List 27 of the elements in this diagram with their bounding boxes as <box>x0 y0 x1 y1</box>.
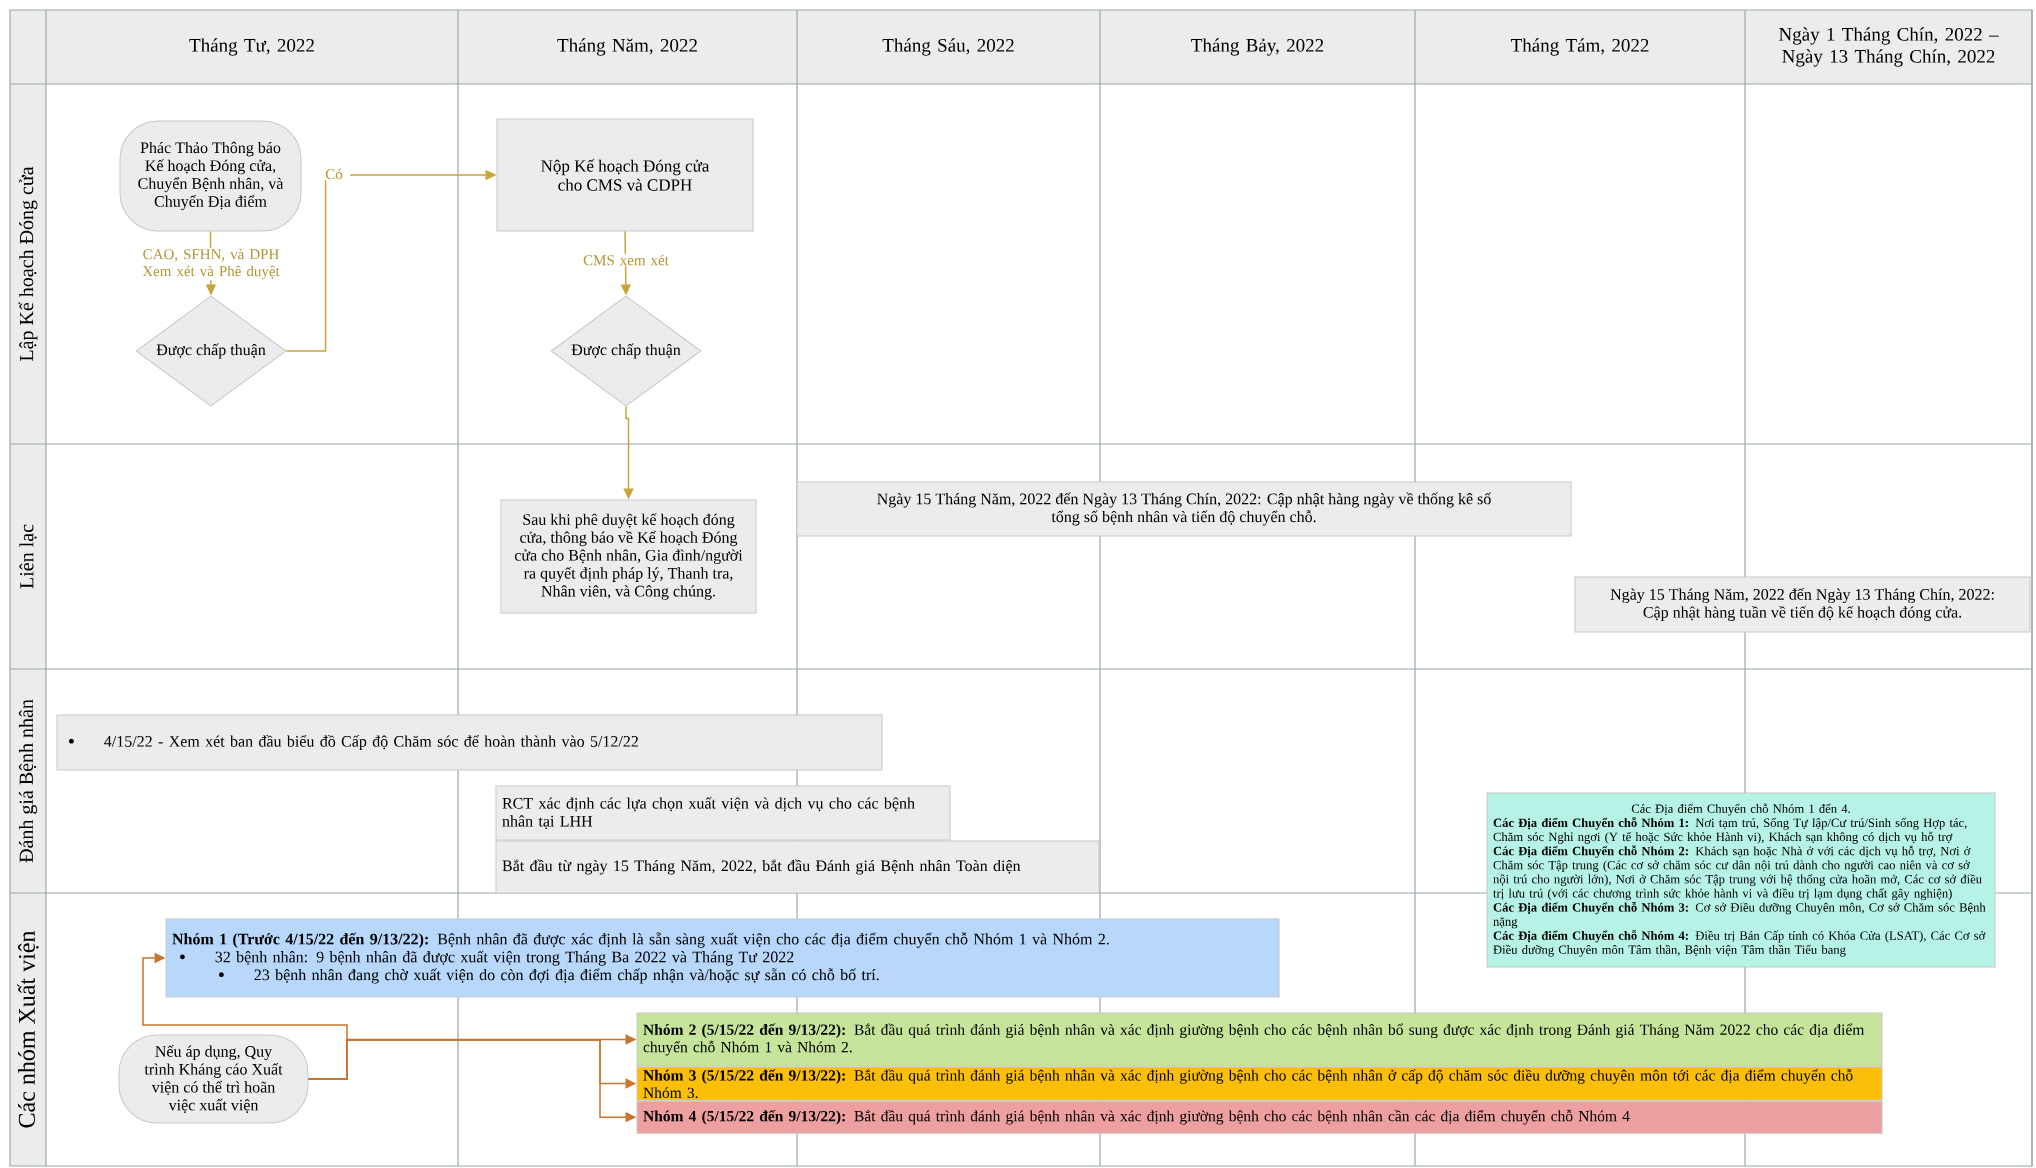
process-box: Nhóm 3 (5/15/22 đến 9/13/22): Bắt đầu quá trình đánh giá bệnh nhân và xác định giường bệnh cho các bệnh nhân ở cấp độ chăm sóc điều dưỡng chuyên môn tới các địa điểm chuyển chỗ Nhóm 3. <box>636 1066 1883 1101</box>
column-header: Tháng Tư, 2022 <box>189 38 314 56</box>
process-box: Ngày 15 Tháng Năm, 2022 đến Ngày 13 Tháng Chín, 2022: Cập nhật hàng tuần về tiến độ kế hoạch đóng cửa. <box>1574 576 2031 633</box>
column-header: Ngày 1 Tháng Chín, 2022 – Ngày 13 Tháng Chín, 2022 <box>1779 27 1999 67</box>
process-box: Sau khi phê duyệt kế hoạch đóng cửa, thông báo về Kế hoạch Đóng cửa cho Bệnh nhân, Gia đình/người ra quyết định pháp lý, Thanh tra, Nhân viên, và Công chúng. <box>500 499 757 614</box>
edge-label: CAO, SFHN, và DPH Xem xét và Phê duyệt <box>142 248 280 280</box>
column-header: Tháng Năm, 2022 <box>557 38 697 56</box>
edge-label: CMS xem xét <box>583 254 669 266</box>
process-box: Nhóm 1 (Trước 4/15/22 đến 9/13/22): Bệnh nhân đã được xác định là sẵn sàng xuất viện cho các địa điểm chuyển chỗ Nhóm 1 và Nhóm 2. 32 bệnh nhân: 9 bệnh nhân đã được xuất viện trong Tháng Ba 2022 và Tháng Tư 2022 23 bệnh nhân đang chờ xuất viện do còn đợi địa điểm chấp nhận và/hoặc sự sẵn có chỗ bố trí. <box>165 918 1280 998</box>
lane-title: Lập Kế hoạch Đóng cửa <box>18 166 38 362</box>
process-box: Nhóm 2 (5/15/22 đến 9/13/22): Bắt đầu quá trình đánh giá bệnh nhân và xác định giường bệnh cho các bệnh nhân bổ sung được xác định trong Đánh giá Tháng Năm 2022 cho các địa điểm chuyển chỗ Nhóm 1 và Nhóm 2. <box>636 1012 1883 1067</box>
process-box: Bắt đầu từ ngày 15 Tháng Năm, 2022, bắt đầu Đánh giá Bệnh nhân Toàn diện <box>495 840 1100 894</box>
note-box: Các Địa điểm Chuyển chỗ Nhóm 1 đến 4. Các Địa điểm Chuyển chỗ Nhóm 1: Nơi tạm trú, Sống Tự lập/Cư trú/Sinh sống Hợp tác, Chăm sóc Nghỉ ngơi (Y tế hoặc Sức khỏe Hành vi), Khách sạn không có dịch vụ hỗ trợ Các Địa điểm Chuyển chỗ Nhóm 2: Khách sạn hoặc Nhà ở với các dịch vụ hỗ trợ, Nơi ở Chăm sóc Tập trung (Các cơ sở chăm sóc cư dân nội trú dành cho người cao niên và cơ sở nội trú cho người lớn), Nơi ở Chăm sóc Tập trung với hệ thống cửa hoãn mở, Các cơ sở điều trị lưu trú (với các chương trình sức khỏe hành vi và điều trị lạm dụng chất gây nghiện) Các Địa điểm Chuyển chỗ Nhóm 3: Cơ sở Điều dưỡng Chuyên môn, Cơ sở Chăm sóc Bệnh nặng Các Địa điểm Chuyển chỗ Nhóm 4: Điều trị Bán Cấp tính có Khóa Cửa (LSAT), Các Cơ sở Điều dưỡng Chuyên môn Tâm thần, Bệnh viện Tâm thần Tiểu bang <box>1486 792 1996 968</box>
process-box: 4/15/22 - Xem xét ban đầu biểu đồ Cấp độ Chăm sóc để hoàn thành vào 5/12/22 <box>56 714 883 771</box>
process-box: RCT xác định các lựa chọn xuất viện và dịch vụ cho các bệnh nhân tại LHH <box>495 785 951 841</box>
rounded-box: Nếu áp dụng, Quy trình Kháng cáo Xuất viện có thể trì hoãn việc xuất viện <box>118 1034 309 1124</box>
lane-title: Đánh giá Bệnh nhân <box>18 699 38 863</box>
process-box: Nhóm 4 (5/15/22 đến 9/13/22): Bắt đầu quá trình đánh giá bệnh nhân và xác định giường bệnh cho các bệnh nhân cần các địa điểm chuyển chỗ Nhóm 4 <box>636 1100 1883 1134</box>
lane-title: Các nhóm Xuất viện <box>17 930 39 1128</box>
process-box: Nộp Kế hoạch Đóng cửa cho CMS và CDPH <box>496 118 754 232</box>
column-header: Tháng Tám, 2022 <box>1511 38 1649 56</box>
edge-label: Có <box>325 168 343 180</box>
column-header: Tháng Sáu, 2022 <box>882 38 1014 56</box>
process-box: Ngày 15 Tháng Năm, 2022 đến Ngày 13 Tháng Chín, 2022: Cập nhật hàng ngày về thống kê số tổng số bệnh nhân và tiến độ chuyển chỗ. <box>796 481 1572 537</box>
column-header: Tháng Bảy, 2022 <box>1191 38 1324 56</box>
lane-title: Liên lạc <box>19 524 37 589</box>
rounded-box: Phác Thảo Thông báo Kế hoạch Đóng cửa, Chuyển Bệnh nhân, và Chuyển Địa điểm <box>119 120 302 232</box>
